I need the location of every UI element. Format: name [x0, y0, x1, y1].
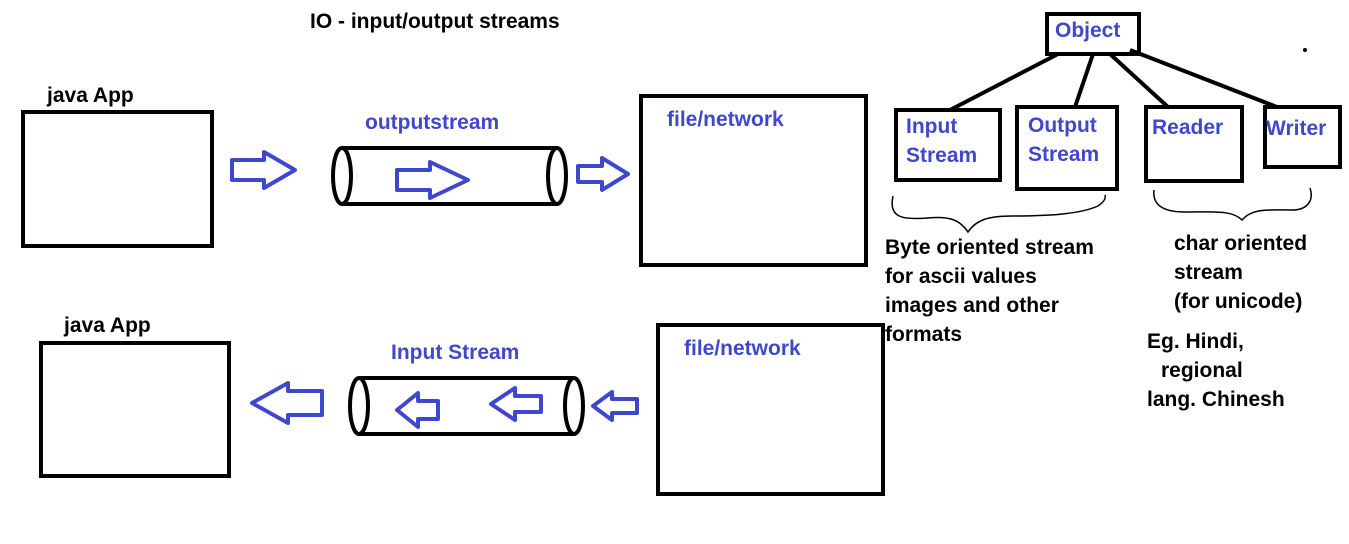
byte-note-line3: images and other — [885, 294, 1059, 317]
diagram-title: IO - input/output streams — [310, 10, 560, 33]
char-note-line2: stream — [1174, 261, 1243, 284]
byte-note-line4: formats — [885, 323, 963, 346]
left-arrow-icon — [250, 381, 324, 425]
input-stream-label: Input Stream — [391, 341, 520, 364]
byte-note-line1: Byte oriented stream — [885, 236, 1094, 259]
right-arrow-icon — [395, 160, 470, 200]
file-network-label-top: file/network — [667, 108, 784, 131]
example-note-line3: lang. Chinesh — [1147, 388, 1285, 411]
hierarchy-connectors — [949, 48, 1278, 112]
input-stream-class-line1: Input — [906, 115, 958, 138]
left-arrow-icon — [395, 391, 440, 429]
input-stream-box — [894, 108, 1002, 182]
output-stream-class-line1: Output — [1028, 114, 1097, 137]
char-streams-brace — [1153, 187, 1312, 222]
input-stream-pipe — [348, 376, 585, 436]
java-app-box-bottom — [39, 341, 231, 478]
input-stream-class-line2: Stream — [906, 144, 978, 167]
char-note-line1: char oriented — [1174, 232, 1308, 255]
writer-box — [1263, 105, 1342, 169]
left-arrow-icon — [489, 386, 543, 422]
writer-class-label: Writer — [1266, 117, 1327, 140]
example-note-line1: Eg. Hindi, — [1147, 330, 1244, 353]
file-network-box-top — [639, 94, 868, 267]
output-stream-box — [1015, 105, 1119, 191]
outputstream-label: outputstream — [365, 111, 500, 134]
output-stream-class-line2: Stream — [1028, 143, 1100, 166]
java-app-box-top — [21, 110, 214, 248]
byte-note-line2: for ascii values — [885, 265, 1037, 288]
byte-streams-brace — [891, 194, 1106, 234]
output-stream-pipe — [331, 146, 568, 206]
file-network-box-bottom — [656, 323, 885, 496]
java-app-label-bottom: java App — [64, 314, 151, 337]
right-arrow-icon — [230, 150, 297, 190]
reader-class-label: Reader — [1152, 116, 1224, 139]
example-note-line2: regional — [1161, 359, 1243, 382]
java-app-label-top: java App — [47, 84, 134, 107]
char-note-line3: (for unicode) — [1174, 290, 1303, 313]
left-arrow-icon — [591, 390, 639, 422]
object-class-label: Object — [1055, 19, 1121, 42]
right-arrow-icon — [576, 156, 630, 192]
stray-dot — [1303, 48, 1307, 52]
reader-box — [1144, 105, 1244, 183]
file-network-label-bottom: file/network — [684, 337, 801, 360]
